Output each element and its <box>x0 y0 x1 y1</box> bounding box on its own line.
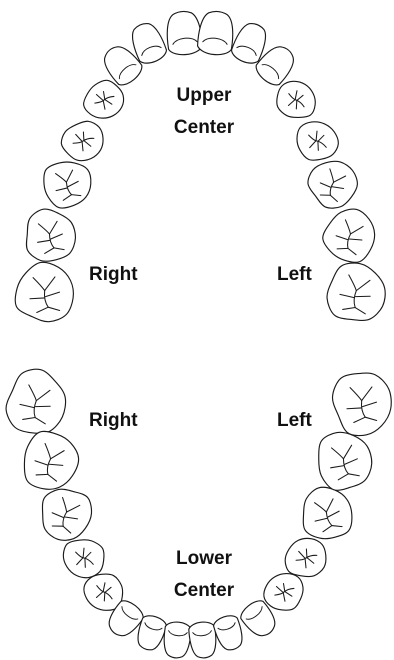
upper-right-label: Right <box>89 264 138 285</box>
upper-right-central-incisor-tooth <box>166 10 204 56</box>
upper-center-label-line2: Center <box>173 117 235 138</box>
upper-left-third-molar-tooth <box>326 262 386 321</box>
lower-left-lateral-incisor-tooth <box>212 615 243 651</box>
lower-right-central-incisor-tooth <box>163 621 192 659</box>
lower-left-second-premolar-tooth <box>284 537 327 578</box>
lower-right-third-molar-tooth <box>5 368 67 434</box>
upper-left-central-incisor-tooth <box>196 10 234 56</box>
upper-left-first-premolar-tooth <box>276 80 316 119</box>
lower-right-label: Right <box>89 410 138 431</box>
upper-center-label-line1: Upper <box>176 85 232 106</box>
upper-left-label: Left <box>277 264 312 285</box>
lower-left-label: Left <box>277 410 312 431</box>
lower-left-third-molar-tooth <box>331 372 392 437</box>
lower-left-canine-tooth <box>240 600 276 637</box>
lower-center-label-line1: Lower <box>176 548 232 569</box>
lower-right-first-molar-tooth <box>41 488 93 541</box>
upper-left-first-molar-tooth <box>307 160 358 209</box>
lower-right-second-molar-tooth <box>23 430 80 490</box>
lower-arch <box>5 368 392 659</box>
upper-left-second-molar-tooth <box>322 208 376 263</box>
lower-right-first-premolar-tooth <box>83 573 124 611</box>
upper-right-canine-tooth <box>103 46 143 86</box>
lower-right-canine-tooth <box>108 600 144 637</box>
upper-arch <box>14 10 386 323</box>
lower-left-first-premolar-tooth <box>263 573 304 611</box>
upper-left-second-premolar-tooth <box>296 121 339 161</box>
upper-right-second-premolar-tooth <box>60 120 104 162</box>
lower-left-central-incisor-tooth <box>188 621 217 659</box>
lower-center-label-line2: Center <box>173 580 235 601</box>
upper-right-first-premolar-tooth <box>83 79 125 119</box>
upper-right-lateral-incisor-tooth <box>131 22 168 64</box>
upper-left-lateral-incisor-tooth <box>230 22 267 64</box>
lower-right-second-premolar-tooth <box>62 539 105 579</box>
upper-right-second-molar-tooth <box>25 208 76 262</box>
upper-right-third-molar-tooth <box>14 261 74 323</box>
lower-right-lateral-incisor-tooth <box>137 615 168 651</box>
upper-right-first-molar-tooth <box>43 161 92 209</box>
lower-left-second-molar-tooth <box>318 431 373 491</box>
lower-left-first-molar-tooth <box>302 486 353 540</box>
upper-left-canine-tooth <box>255 46 295 86</box>
